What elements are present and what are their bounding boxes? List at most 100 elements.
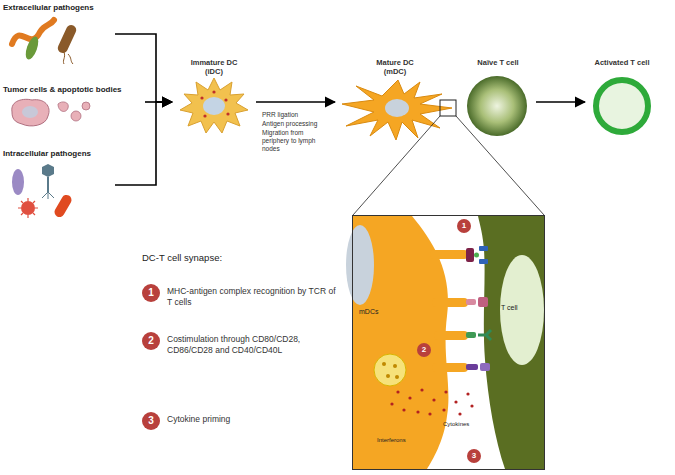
node-text: 1 — [457, 219, 471, 233]
extracellular-pathogens-icons-part — [63, 52, 73, 64]
immature-dc-cell-part — [200, 96, 203, 99]
extracellular-pathogens-icons — [12, 20, 78, 64]
synapse-illustration-part — [382, 362, 386, 366]
cytokine-dots-part — [408, 396, 411, 399]
intracellular-pathogens-icons-part — [12, 169, 24, 195]
synapse-illustration-part — [479, 246, 488, 251]
cytokine-dots-part — [442, 408, 445, 411]
tumor-cell-icons-part — [82, 102, 90, 110]
cytokine-dots-part — [454, 400, 457, 403]
callout-number: 2 — [417, 343, 431, 357]
synapse-illustration-part — [466, 332, 476, 338]
synapse-illustration-part — [478, 330, 491, 340]
node-text: Intracellular pathogens — [3, 149, 115, 158]
node-text: Tumor cells & apoptotic bodies — [3, 85, 145, 94]
synapse-illustration-part — [395, 375, 399, 379]
synapse-illustration-part — [346, 225, 374, 305]
cytokine-dots-part — [432, 398, 435, 401]
intracellular-pathogens-icons-part — [47, 177, 49, 192]
callout-number: 1 — [457, 219, 471, 233]
node-text: MHC-antigen complex recognition by TCR o… — [167, 284, 342, 308]
synapse-illustration-part — [434, 331, 468, 340]
synapse-illustration-part — [432, 363, 468, 372]
cell-stage: Naïve T cell — [460, 58, 536, 138]
synapse-illustration-part — [479, 259, 488, 264]
mature-dc-cell-part — [385, 99, 409, 117]
immature-dc-cell-part — [203, 114, 206, 117]
synapse-step: 1 MHC-antigen complex recognition by TCR … — [142, 284, 342, 314]
node-text: mDCs — [359, 308, 391, 315]
synapse-illustration-part — [432, 298, 468, 307]
synapse-illustration — [346, 216, 544, 469]
naive-t-cell — [467, 76, 527, 136]
node-text: 2 — [417, 343, 431, 357]
cytokine-dots-part — [466, 392, 469, 395]
node-text: 3 — [467, 449, 481, 463]
intracellular-pathogens-icons-part — [21, 201, 35, 215]
synapse-illustration-part — [430, 250, 468, 259]
synapse-illustration-part — [480, 363, 490, 371]
synapse-illustration-part — [466, 248, 474, 262]
cytokine-dots-part — [420, 388, 423, 391]
extracellular-pathogens-icons-part — [56, 23, 78, 54]
synapse-step: 2Costimulation through CD80/CD28, CD86/C… — [142, 332, 342, 362]
synapse-illustration-part — [466, 299, 476, 305]
pathogen-group: Intracellular pathogens — [3, 149, 115, 221]
intracellular-pathogens-icons-part — [42, 164, 54, 177]
activated-t-cell-part — [596, 80, 648, 132]
synapse-inset: Interferons Cytokines 1 mDCs 2 3 T cell — [352, 215, 545, 470]
synapse-illustration-part — [466, 364, 478, 370]
synapse-illustration-part — [478, 216, 544, 469]
node-text: Cytokines — [443, 421, 469, 427]
cytokine-dots-part — [444, 390, 447, 393]
cytokine-dots — [390, 388, 473, 415]
synapse-illustration-part — [393, 364, 397, 368]
cell-stage: Mature DC (mDC) — [335, 58, 455, 142]
node-text: Costimulation through CD80/CD28, CD86/CD… — [167, 332, 342, 356]
node-text: Extracellular pathogens — [3, 3, 115, 12]
node-text: Mature DC (mDC) — [368, 58, 422, 76]
cell-label: T cell — [501, 304, 537, 316]
node-text: T cell — [501, 304, 537, 311]
tumor-cell-icons-part — [22, 106, 38, 118]
synapse-step: 3Cytokine priming — [142, 412, 342, 434]
step-note: Antigen processing — [262, 120, 336, 128]
cell-stage: Immature DC (iDC) — [172, 58, 256, 136]
intracellular-pathogens-icons-part — [18, 198, 38, 218]
flow-arrow — [115, 102, 172, 185]
step-note: PRR ligation — [262, 111, 336, 119]
callout-number: 1 — [142, 284, 160, 302]
flow-arrow — [115, 34, 172, 102]
synapse-illustration-part — [474, 253, 479, 258]
naive-t-cell-part — [467, 76, 527, 136]
cytokine-dots-part — [416, 410, 419, 413]
tumor-cell-icons-part — [12, 99, 49, 126]
synapse-illustration-part — [386, 374, 390, 378]
immature-dc-cell-part — [224, 98, 227, 101]
synapse-illustration-part — [500, 255, 544, 365]
node-text: Interferons — [377, 437, 406, 443]
immature-dc-cell-part — [226, 112, 229, 115]
cytokine-dots-part — [428, 412, 431, 415]
callout-number: 3 — [142, 412, 160, 430]
intracellular-pathogens-icons — [12, 164, 73, 219]
cell-stage: Activated T cell — [585, 58, 659, 136]
intracellular-pathogens-icons-part — [42, 192, 54, 199]
tumor-cell-icons — [12, 99, 90, 126]
zoom-callout-part — [456, 116, 544, 215]
zoom-callout — [353, 100, 544, 215]
pathogen-group: Extracellular pathogens — [3, 3, 115, 65]
intracellular-pathogens-icons-part — [53, 193, 74, 219]
cell-label: mDCs — [359, 308, 391, 320]
cytokine-dots-part — [390, 402, 393, 405]
activated-t-cell — [596, 80, 648, 132]
mature-dc-cell-part — [342, 80, 452, 140]
zoom-callout-part — [440, 100, 456, 116]
immature-dc-cell — [180, 78, 248, 133]
tumor-cell-icons-part — [58, 102, 68, 112]
zoom-callout-part — [353, 116, 440, 215]
mature-dc-cell — [342, 80, 452, 140]
tumor-group: Tumor cells & apoptotic bodies — [3, 85, 145, 131]
